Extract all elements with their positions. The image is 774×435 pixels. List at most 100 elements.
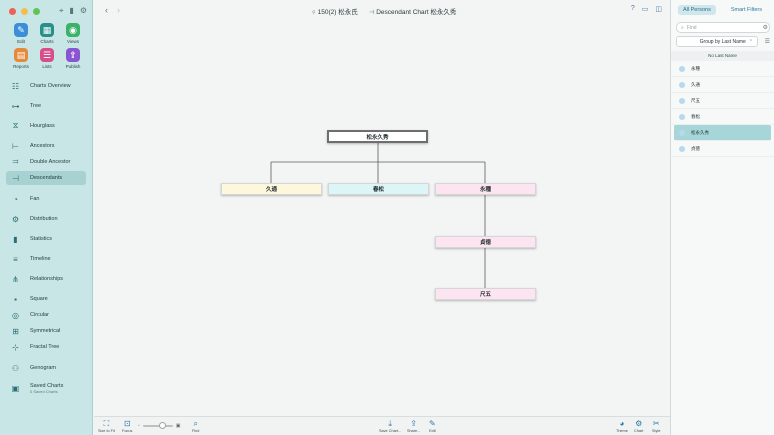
person-list-item[interactable]: 永種 [671, 61, 774, 77]
person-search-input[interactable]: ⌕ Find [676, 22, 770, 33]
style-button[interactable]: ✂ Style [652, 419, 661, 433]
sidebar-item-label: Circular [30, 312, 49, 318]
person-node[interactable]: 久通 [221, 183, 322, 195]
launch-views-button[interactable]: ◉ Views [60, 23, 86, 44]
person-name: 貞徳 [691, 145, 700, 151]
help-icon[interactable]: ? [630, 5, 635, 12]
sidebar-item-relationships[interactable]: ⋔Relationships [6, 272, 86, 286]
pencil-icon: ✎ [429, 419, 436, 428]
search-options-icon[interactable]: ⚙ [762, 25, 768, 31]
zoom-out-icon[interactable]: ▫ [138, 423, 140, 429]
double-ancestor-icon: ⫤ [12, 157, 19, 166]
launch-label: Edit [17, 39, 25, 44]
zoom-window-button[interactable] [33, 8, 40, 15]
sidebar-item-label: Symmetrical [30, 328, 61, 334]
person-node[interactable]: 貞徳 [435, 236, 536, 248]
sidebar-item-descendants[interactable]: ⊣Descendants [6, 171, 86, 185]
person-avatar-icon [679, 81, 685, 88]
focus-button[interactable]: ⊡ Focus [122, 419, 133, 433]
launch-label: Publish [65, 64, 81, 69]
lists-icon: ☰ [40, 48, 54, 62]
zoom-slider[interactable] [142, 422, 173, 429]
sidebar-item-label: Genogram [30, 365, 56, 371]
window-icon[interactable]: ▭ [641, 6, 649, 13]
chevron-left-icon[interactable]: ‹ [105, 5, 108, 15]
sidebar-item-distribution[interactable]: ⚙ Distribution [6, 212, 86, 226]
person-list-item[interactable]: 尺五 [671, 93, 774, 109]
person-list-item[interactable]: 貞徳 [671, 141, 774, 157]
sidebar-item-label: Charts Overview [30, 83, 71, 89]
sidebar-item-fan[interactable]: ◔Fan [6, 192, 86, 206]
share-button[interactable]: ⇪ Share... [407, 419, 421, 433]
person-node-root[interactable]: 松永久秀 [327, 130, 428, 143]
sidebar-item-hourglass[interactable]: ⧖Hourglass [6, 119, 86, 133]
sidebar-item-label: Tree [30, 103, 42, 109]
sidebar-item-double-ancestor[interactable]: ⫤Double Ancestor [6, 155, 86, 169]
theme-button[interactable]: ◕ Theme [616, 419, 628, 433]
close-window-button[interactable] [9, 8, 16, 15]
tag-icon[interactable]: ⌖ [59, 6, 64, 15]
toolbar: ‹ › ⚲150(2) 松永氏 ⊣Descendant Chart 松永久秀 ?… [94, 0, 670, 22]
launch-lists-button[interactable]: ☰Lists [34, 48, 60, 69]
tab-all-persons[interactable]: All Persons [678, 5, 716, 15]
zoom-in-icon[interactable]: ▣ [175, 423, 181, 429]
launch-charts-button[interactable]: ▦Charts [34, 23, 60, 44]
launch-label: Charts [40, 39, 54, 44]
sidebar-item-statistics[interactable]: ▮Statistics [6, 232, 86, 246]
launch-label: Views [67, 39, 79, 44]
size-to-fit-button[interactable]: ⛶ Size to Fit [98, 419, 115, 433]
group-by-select[interactable]: Group by Last Name ⌃ [676, 36, 758, 47]
sidebar-item-circular[interactable]: ◎Circular [6, 308, 86, 322]
sidebar-item-label: Relationships [30, 276, 64, 282]
sidebar-item-label: Timeline [30, 256, 51, 262]
group-header: No Last Name [671, 51, 774, 61]
sidebar-item-tree[interactable]: ⊶Tree [6, 99, 86, 113]
person-node[interactable]: 永種 [435, 183, 536, 195]
genogram-icon: ⚇ [11, 363, 20, 373]
database-title: ⚲150(2) 松永氏 [312, 9, 358, 16]
square-icon: ▪ [14, 294, 17, 304]
person-name: 尺五 [691, 97, 700, 103]
fan-icon: ◔ [13, 194, 18, 204]
sidebar-item-label: Distribution [30, 216, 58, 222]
launch-publish-button[interactable]: ⇪Publish [60, 48, 86, 69]
sidebar-item-fractal-tree[interactable]: ⊹Fractal Tree [6, 340, 86, 354]
person-list-item[interactable]: 春松 [671, 109, 774, 125]
persons-panel: All Persons Smart Filters ⌕ Find ⚙ Group… [670, 0, 774, 435]
toolbar-right-icons: ? ▭ ◫ [631, 5, 662, 13]
zoom-slider-thumb[interactable] [158, 422, 166, 429]
tab-smart-filters[interactable]: Smart Filters [730, 7, 762, 13]
bookmark-icon[interactable]: ▮ [69, 6, 74, 15]
save-chart-button[interactable]: ⤓ Save Chart... [379, 419, 402, 433]
find-button[interactable]: ⌕ Find [192, 419, 200, 433]
person-node[interactable]: 尺五 [435, 288, 536, 300]
distribution-icon: ⚙ [11, 214, 20, 224]
person-node[interactable]: 春松 [328, 183, 429, 195]
person-list-item[interactable]: 松永久秀 [674, 125, 771, 141]
sidebar-item-symmetrical[interactable]: ⊞Symmetrical [6, 324, 86, 338]
launch-reports-button[interactable]: ▤Reports [8, 48, 34, 69]
window-controls [9, 8, 40, 15]
statistics-icon: ▮ [13, 234, 18, 244]
edit-button[interactable]: ✎ Edit [429, 419, 436, 433]
sidebar-item-square[interactable]: ▪Square [6, 292, 86, 306]
sidebar-item-charts-overview[interactable]: ☷Charts Overview [6, 79, 86, 93]
sidebar-item-genogram[interactable]: ⚇ Genogram [6, 361, 86, 375]
minimize-window-button[interactable] [21, 8, 28, 15]
chart-options-button[interactable]: ⚙ Chart [634, 419, 644, 433]
sidebar-icon[interactable]: ◫ [655, 6, 662, 13]
eye-icon: ◉ [66, 23, 80, 37]
group-options-icon[interactable]: ☰ [764, 39, 770, 45]
sidebar-item-label: Hourglass [30, 123, 55, 129]
person-avatar-icon [679, 113, 685, 120]
sidebar-top-icons: ⌖ ▮ ⚙ [59, 6, 87, 16]
chart-canvas[interactable]: 松永久秀 久通 春松 永種 貞徳 尺五 [94, 22, 670, 416]
sidebar-item-timeline[interactable]: ≡Timeline [6, 252, 86, 266]
chart-title: ⊣Descendant Chart 松永久秀 [369, 9, 457, 16]
settings-icon[interactable]: ⚙ [79, 6, 88, 15]
person-list-item[interactable]: 久通 [671, 77, 774, 93]
chevron-right-icon[interactable]: › [117, 5, 120, 15]
sidebar-item-ancestors[interactable]: ⊢Ancestors [6, 139, 86, 153]
launch-edit-button[interactable]: ✎Edit [8, 23, 34, 44]
